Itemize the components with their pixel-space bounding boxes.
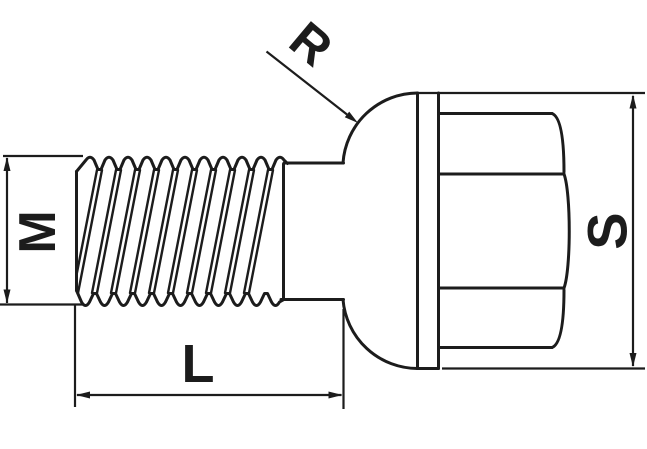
thread-top-profile xyxy=(75,155,289,173)
thread-diameter-label: M xyxy=(9,210,67,253)
thread-flank-line xyxy=(204,168,232,295)
thread-flank-line xyxy=(152,168,180,295)
thread-flank-line xyxy=(171,168,199,295)
s-arrow-up-icon xyxy=(629,94,637,109)
bolt-outline xyxy=(75,91,571,370)
r-leader-line xyxy=(265,50,348,116)
thread-flank-line xyxy=(128,168,156,295)
thread-flank-line xyxy=(185,168,213,295)
m-arrow-up-icon xyxy=(3,157,11,171)
thread-flank-line xyxy=(109,168,137,295)
hex-middle-chamfer-arc xyxy=(562,172,571,290)
l-arrow-right-icon xyxy=(328,391,343,399)
thread-flank-line xyxy=(223,168,251,295)
ball-seat-top-arc xyxy=(341,91,419,165)
ball-seat-bottom-arc xyxy=(341,298,419,370)
thread-length-label: L xyxy=(182,334,215,394)
hex-top-chamfer-arc xyxy=(550,112,566,174)
thread-flank-line xyxy=(209,168,237,295)
seat-radius-label: R xyxy=(279,11,343,77)
thread-flank-line xyxy=(247,168,275,295)
dimension-L xyxy=(73,305,345,409)
dimension-annotations xyxy=(0,50,645,409)
l-arrow-left-icon xyxy=(76,391,90,399)
dimension-S xyxy=(417,91,645,370)
dimension-labels: M L S R xyxy=(9,11,639,394)
s-arrow-down-icon xyxy=(629,353,637,367)
head-size-label: S xyxy=(576,212,639,249)
thread-flank-line xyxy=(90,168,118,295)
thread-flank-line xyxy=(78,168,104,295)
hex-bottom-chamfer-arc xyxy=(550,288,566,349)
thread-flank-line xyxy=(78,168,99,295)
thread-flank-line xyxy=(228,168,256,295)
thread-flank-line xyxy=(242,168,270,295)
dimension-M xyxy=(0,154,83,306)
r-arrow-icon xyxy=(344,111,358,123)
thread-flank-line xyxy=(190,168,218,295)
thread-flank-line xyxy=(147,168,175,295)
thread-bottom-profile xyxy=(75,289,286,307)
thread-flank-line xyxy=(166,168,194,295)
thread-flank-lines xyxy=(78,168,275,295)
thread-flank-line xyxy=(133,168,161,295)
thread-flank-line xyxy=(114,168,142,295)
m-arrow-down-icon xyxy=(3,289,11,304)
dimension-R xyxy=(265,50,358,123)
thread-flank-line xyxy=(95,168,123,295)
